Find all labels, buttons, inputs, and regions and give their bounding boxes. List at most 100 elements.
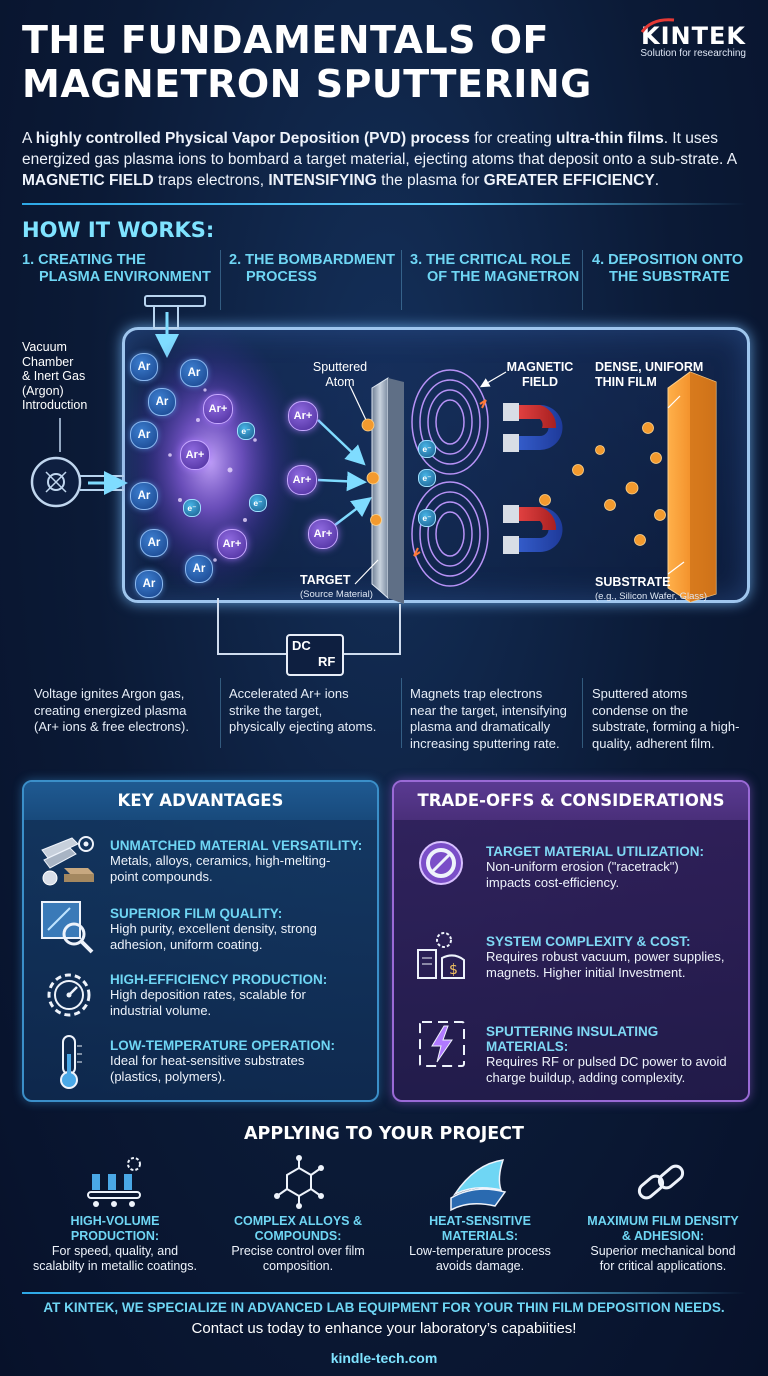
- tradeoff-title: SPUTTERING INSULATING MATERIALS:: [486, 1024, 659, 1054]
- argon-atom: Ar: [135, 570, 163, 598]
- title-line: & ADHESION:: [621, 1229, 705, 1243]
- target-label: TARGET: [300, 573, 351, 587]
- step-4-description: Sputtered atoms condense on the substrat…: [592, 686, 762, 752]
- argon-ion: Ar+: [308, 519, 338, 549]
- label-line: MAGNETIC: [506, 360, 574, 374]
- desc-line: Accelerated Ar+ ions: [229, 686, 349, 701]
- target-plate: [371, 377, 389, 600]
- magnet-top-icon: [503, 403, 563, 452]
- label-line: FIELD: [521, 374, 559, 389]
- column-divider: [401, 678, 402, 748]
- tradeoff-text: magnets. Higher initial Investment.: [486, 965, 686, 980]
- advantage-text: High purity, excellent density, strong: [110, 921, 317, 936]
- tradeoff-text: Requires RF or pulsed DC power to avoid: [486, 1054, 727, 1069]
- field-direction-icon: [413, 399, 487, 557]
- tradeoff-item: SPUTTERING INSULATING MATERIALS: Require…: [486, 1024, 742, 1086]
- application-text: Low-temperature process: [409, 1244, 551, 1258]
- logo-tagline: Solution for researching: [640, 48, 746, 59]
- electron: e⁻: [249, 494, 267, 512]
- tradeoff-title: TARGET MATERIAL UTILIZATION:: [486, 844, 704, 859]
- ion-trajectory-arrow-icon: [334, 496, 372, 526]
- kintek-logo[interactable]: KINTEK Solution for researching: [640, 18, 746, 59]
- step-3-description: Magnets trap electrons near the target, …: [410, 686, 582, 752]
- svg-text:$: $: [449, 962, 458, 978]
- thermometer-icon: [60, 1035, 82, 1089]
- insulator-charge-icon: [419, 1021, 465, 1067]
- application-text: Precise control over film: [231, 1244, 365, 1258]
- thin-film-label: DENSE, UNIFORM THIN FILM: [595, 360, 715, 389]
- section-divider: [22, 203, 746, 205]
- desc-line: quality, adherent film.: [592, 735, 715, 751]
- electron: e⁻: [418, 469, 436, 487]
- column-divider: [401, 250, 402, 310]
- website-link[interactable]: kindle-tech.com: [330, 1350, 438, 1366]
- argon-atom: Ar: [140, 529, 168, 557]
- advantage-title: HIGH-EFFICIENCY PRODUCTION:: [110, 972, 328, 987]
- label-line: Chamber: [22, 354, 74, 369]
- ion-trajectory-arrow-icon: [317, 471, 367, 492]
- desc-line: Sputtered atoms: [592, 686, 688, 701]
- tradeoff-text: impacts cost-efficiency.: [486, 875, 620, 890]
- column-divider: [220, 250, 221, 310]
- argon-ion: Ar+: [180, 440, 210, 470]
- title-line: HEAT-SENSITIVE: [429, 1214, 531, 1228]
- label-leader-line: [349, 385, 367, 421]
- intro-text: for creating: [469, 130, 557, 147]
- intro-text: . It uses energized gas plasma ions to b…: [22, 130, 737, 168]
- advantage-item: HIGH-EFFICIENCY PRODUCTION: High deposit…: [110, 972, 370, 1019]
- desc-line: physically ejecting atoms.: [229, 719, 377, 734]
- tradeoff-item: SYSTEM COMPLEXITY & COST: Requires robus…: [486, 934, 742, 981]
- application-title: HIGH-VOLUME PRODUCTION:: [20, 1214, 210, 1244]
- step-heading-line: THE SUBSTRATE: [609, 269, 730, 285]
- argon-atom: Ar: [130, 353, 158, 381]
- advantage-text: point compounds.: [110, 869, 213, 884]
- title-line: MATERIALS:: [441, 1229, 519, 1243]
- application-text: avoids damage.: [435, 1259, 525, 1273]
- column-divider: [582, 678, 583, 748]
- step-3-heading: 3. THE CRITICAL ROLE OF THE MAGNETRON: [410, 252, 585, 286]
- step-1-heading: 1. CREATING THE PLASMA ENVIRONMENT: [22, 252, 222, 286]
- intro-bold: highly controlled Physical Vapor Deposit…: [35, 130, 470, 147]
- advantage-text: (plastics, polymers).: [110, 1069, 226, 1084]
- intro-text: the plasma for: [376, 172, 484, 189]
- column-divider: [220, 678, 221, 748]
- desc-line: substrate, forming a high-: [592, 719, 740, 734]
- desc-line: Magnets trap electrons: [410, 686, 543, 701]
- power-supply-box: DC RF: [286, 634, 344, 676]
- step-1-description: Voltage ignites Argon gas, creating ener…: [34, 686, 216, 736]
- materials-icon: [41, 836, 94, 886]
- trade-offs-panel: TRADE-OFFS & CONSIDERATIONS TARGET MATER…: [392, 780, 750, 1102]
- film-quality-icon: [41, 901, 94, 954]
- electron: e⁻: [418, 440, 436, 458]
- footer-cta: Contact us today to enhance your laborat…: [191, 1320, 577, 1337]
- intro-text: .: [654, 172, 660, 189]
- tradeoff-title: SYSTEM COMPLEXITY & COST:: [486, 934, 691, 949]
- electron: e⁻: [237, 422, 255, 440]
- gear-speed-icon: [47, 973, 91, 1017]
- intro-bold: INTENSIFYING: [268, 172, 377, 189]
- logo-swoosh-icon: [641, 18, 675, 33]
- intro-bold: GREATER EFFICIENCY: [483, 172, 655, 189]
- step-heading-line: OF THE MAGNETRON: [427, 269, 580, 285]
- advantage-text: adhesion, uniform coating.: [110, 937, 263, 952]
- substrate-sub-label: (e.g., Silicon Wafer, Glass): [595, 591, 708, 602]
- vacuum-chamber-label: Vacuum Chamber & Inert Gas (Argon) Intro…: [22, 340, 122, 413]
- step-heading-line: 1. CREATING THE: [22, 252, 146, 268]
- title-line: MAXIMUM FILM DENSITY: [587, 1214, 739, 1228]
- application-text: composition.: [262, 1259, 334, 1273]
- argon-atom: Ar: [130, 421, 158, 449]
- target-erosion-icon: [419, 841, 463, 885]
- desc-line: (Ar+ ions & free electrons).: [34, 719, 189, 734]
- power-dc-label: DC: [292, 638, 311, 653]
- argon-atom: Ar: [185, 555, 213, 583]
- title-line: HIGH-VOLUME: [70, 1214, 160, 1228]
- application-title: COMPLEX ALLOYS & COMPOUNDS:: [203, 1214, 393, 1244]
- footer-divider: [22, 1292, 746, 1294]
- title-line: COMPOUNDS:: [254, 1229, 342, 1243]
- flexible-film-icon: [450, 1159, 507, 1212]
- tradeoff-text: Requires robust vacuum, power supplies,: [486, 949, 725, 964]
- advantage-text: industrial volume.: [110, 1003, 212, 1018]
- application-text: scalabilty in metallic coatings.: [33, 1259, 197, 1273]
- advantage-text: Ideal for heat-sensitive substrates: [110, 1053, 305, 1068]
- label-line: DENSE, UNIFORM: [595, 360, 704, 374]
